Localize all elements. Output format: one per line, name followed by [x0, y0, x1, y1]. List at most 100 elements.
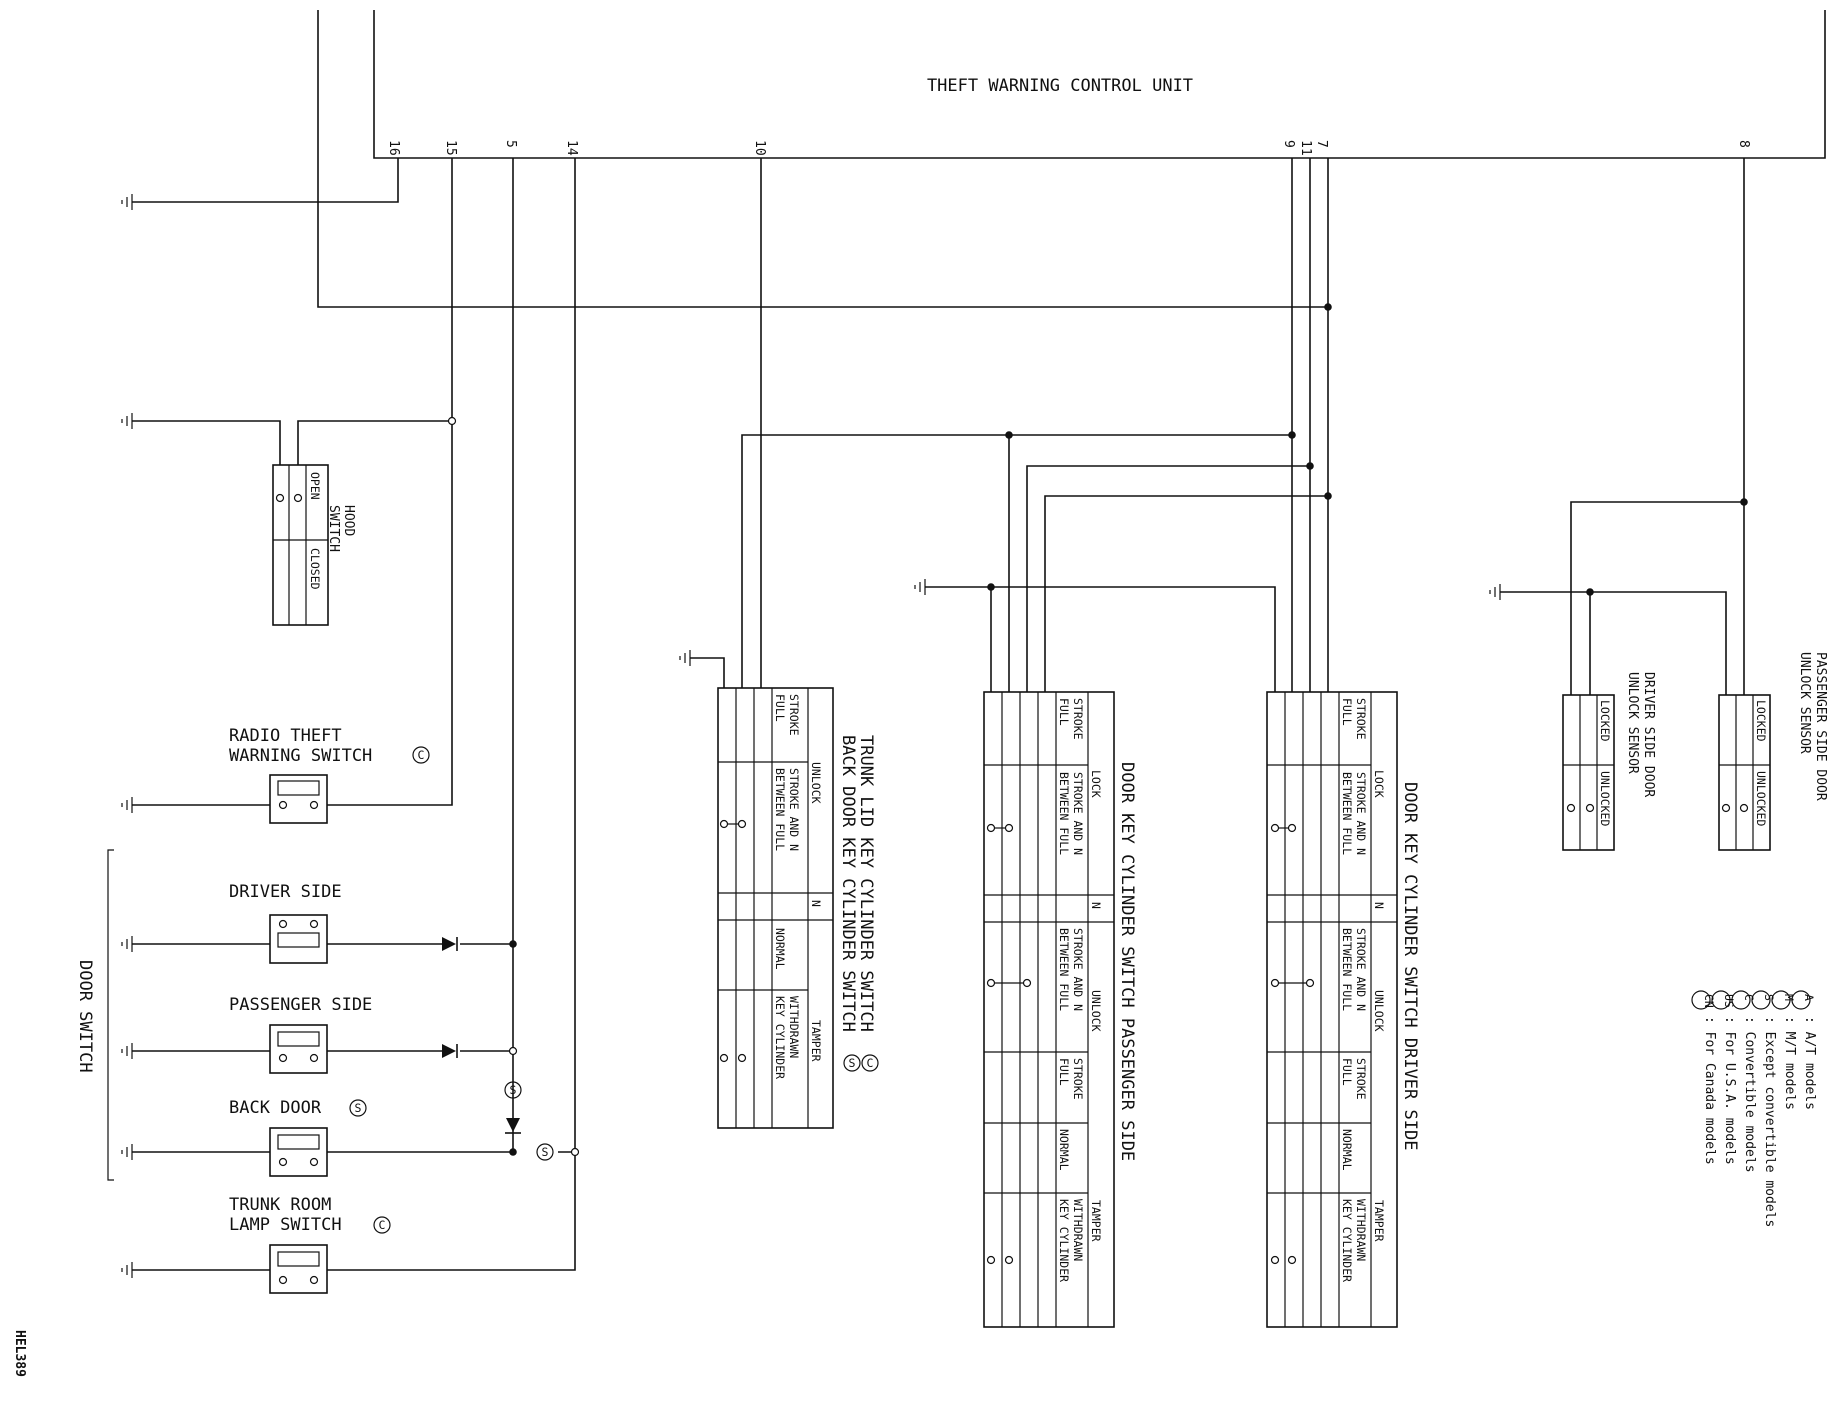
legend-text-5: : For Canada models: [1702, 1016, 1717, 1165]
legend-mark-label-4: US: [1722, 994, 1736, 1008]
svg-text:NORMAL: NORMAL: [1057, 1129, 1071, 1171]
radio-switch-line2: WARNING SWITCH: [229, 746, 372, 766]
radio-switch-mark: C: [418, 748, 425, 762]
hood-title-1: HOOD: [341, 505, 356, 536]
passenger-sensor-title-1: PASSENGER SIDE DOOR: [1813, 652, 1828, 801]
svg-text:STROKE AND N: STROKE AND N: [1354, 772, 1368, 855]
svg-text:STROKE: STROKE: [1354, 698, 1368, 740]
svg-text:C: C: [867, 1056, 874, 1070]
svg-text:N: N: [809, 900, 823, 907]
svg-text:NORMAL: NORMAL: [1340, 1129, 1354, 1171]
svg-text:STROKE AND N: STROKE AND N: [1071, 928, 1085, 1011]
hood-open-label: OPEN: [308, 472, 322, 500]
passenger-sensor-title-2: UNLOCK SENSOR: [1797, 652, 1812, 754]
driver-sensor-title-1: DRIVER SIDE DOOR: [1641, 672, 1656, 797]
hood-switch: OPEN CLOSED HOOD SWITCH: [272, 464, 356, 626]
trunk-lid-title-1: TRUNK LID KEY CYLINDER SWITCH: [856, 735, 876, 1032]
legend-text-3: : Convertible models: [1742, 1016, 1757, 1173]
pin-14: 14: [564, 140, 579, 156]
svg-text:BETWEEN FULL: BETWEEN FULL: [1057, 772, 1071, 855]
svg-text:STROKE AND N: STROKE AND N: [1354, 928, 1368, 1011]
legend-mark-label-3: C: [1742, 994, 1756, 1001]
svg-text:TAMPER: TAMPER: [1372, 1200, 1386, 1242]
legend-mark-5: [1691, 990, 1711, 1010]
door-key-switch-passenger: FULL STROKE BETWEEN FULL STROKE AND N LO…: [983, 691, 1137, 1328]
driver-door-unlock-sensor: LOCKED UNLOCKED DRIVER SIDE DOOR UNLOCK …: [1562, 672, 1656, 851]
svg-text:BETWEEN FULL: BETWEEN FULL: [773, 768, 787, 851]
svg-text:WITHDRAWN: WITHDRAWN: [1071, 1199, 1085, 1261]
pin-8: 8: [1736, 140, 1751, 148]
svg-text:UNLOCK: UNLOCK: [809, 762, 823, 804]
svg-text:LOCK: LOCK: [1372, 770, 1386, 798]
legend-mark-label-5: CN: [1702, 994, 1716, 1008]
pin-10: 10: [752, 140, 767, 156]
control-unit: THEFT WARNING CONTROL UNIT 16 15 5 14 10…: [373, 10, 1826, 159]
pin-11: 11: [1298, 140, 1313, 156]
svg-text:N: N: [1372, 902, 1386, 909]
svg-text:UNLOCK: UNLOCK: [1372, 990, 1386, 1032]
trunk-lamp-line1: TRUNK ROOM: [229, 1195, 331, 1215]
pin-16: 16: [386, 140, 401, 156]
pin-5: 5: [503, 140, 518, 148]
passenger-door-unlock-sensor: LOCKED UNLOCKED PASSENGER SIDE DOOR UNLO…: [1718, 652, 1828, 851]
pin-15: 15: [443, 140, 458, 156]
legend-mark-4: [1711, 990, 1731, 1010]
ground-icons: [121, 194, 1501, 1278]
svg-text:FULL: FULL: [773, 694, 787, 722]
passenger-key-title: DOOR KEY CYLINDER SWITCH PASSENGER SIDE: [1117, 762, 1137, 1161]
passenger-side-label: PASSENGER SIDE: [229, 995, 372, 1015]
svg-text:S: S: [849, 1056, 856, 1070]
svg-text:KEY CYLINDER: KEY CYLINDER: [1057, 1199, 1071, 1282]
svg-text:KEY CYLINDER: KEY CYLINDER: [773, 996, 787, 1079]
legend-mark-1: [1771, 990, 1791, 1010]
splice-mark-2: S: [542, 1145, 549, 1159]
svg-text:UNLOCKED: UNLOCKED: [1754, 771, 1768, 826]
trunk-room-lamp-switch: TRUNK ROOM LAMP SWITCH C: [229, 1195, 391, 1294]
radio-theft-switch: RADIO THEFT WARNING SWITCH C: [229, 726, 430, 824]
legend-text-1: : M/T models: [1782, 1016, 1797, 1110]
svg-text:STROKE: STROKE: [1071, 698, 1085, 740]
svg-text:BETWEEN FULL: BETWEEN FULL: [1057, 928, 1071, 1011]
driver-key-title: DOOR KEY CYLINDER SWITCH DRIVER SIDE: [1400, 782, 1420, 1150]
svg-text:WITHDRAWN: WITHDRAWN: [787, 996, 801, 1058]
hood-closed-label: CLOSED: [308, 548, 322, 590]
legend-mark-3: [1731, 990, 1751, 1010]
radio-switch-line1: RADIO THEFT: [229, 726, 342, 746]
legend-mark-label-1: M: [1782, 994, 1796, 1001]
back-door-label: BACK DOOR: [229, 1098, 322, 1118]
hood-title-2: SWITCH: [326, 505, 341, 552]
splices: [447, 303, 1748, 1157]
svg-text:TAMPER: TAMPER: [809, 1020, 823, 1062]
svg-text:STROKE AND N: STROKE AND N: [1071, 772, 1085, 855]
svg-text:KEY CYLINDER: KEY CYLINDER: [1340, 1199, 1354, 1282]
svg-text:STROKE: STROKE: [787, 694, 801, 736]
door-switch-group: DOOR SWITCH DRIVER SIDE PASSENGER SIDE B…: [75, 849, 554, 1181]
door-key-switch-driver: FULL STROKE BETWEEN FULL STROKE AND N LO…: [1266, 691, 1420, 1328]
svg-text:LOCKED: LOCKED: [1754, 700, 1768, 742]
svg-text:UNLOCKED: UNLOCKED: [1598, 771, 1612, 826]
svg-text:LOCKED: LOCKED: [1598, 700, 1612, 742]
legend-text-2: : Except convertible models: [1762, 1016, 1777, 1227]
svg-text:N: N: [1089, 902, 1103, 909]
svg-text:STROKE: STROKE: [1354, 1058, 1368, 1100]
legend-mark-label-2: S: [1762, 994, 1776, 1001]
wires: [132, 10, 1745, 1271]
legend-mark-label-0: A: [1802, 994, 1816, 1001]
svg-text:STROKE AND N: STROKE AND N: [787, 768, 801, 851]
legend: A : A/T models M : M/T models S : Except conv…: [1691, 990, 1817, 1227]
trunk-lid-title-2: BACK DOOR KEY CYLINDER SWITCH: [838, 735, 858, 1032]
svg-text:STROKE: STROKE: [1071, 1058, 1085, 1100]
driver-sensor-title-2: UNLOCK SENSOR: [1625, 672, 1640, 774]
control-unit-title: THEFT WARNING CONTROL UNIT: [927, 76, 1193, 96]
svg-text:TAMPER: TAMPER: [1089, 1200, 1103, 1242]
svg-text:LOCK: LOCK: [1089, 770, 1103, 798]
svg-text:WITHDRAWN: WITHDRAWN: [1354, 1199, 1368, 1261]
pin-7: 7: [1314, 140, 1329, 148]
svg-text:FULL: FULL: [1057, 1058, 1071, 1086]
legend-mark-2: [1751, 990, 1771, 1010]
svg-text:FULL: FULL: [1057, 698, 1071, 726]
legend-mark-0: [1791, 990, 1811, 1010]
legend-text-0: : A/T models: [1802, 1016, 1817, 1110]
svg-text:UNLOCK: UNLOCK: [1089, 990, 1103, 1032]
